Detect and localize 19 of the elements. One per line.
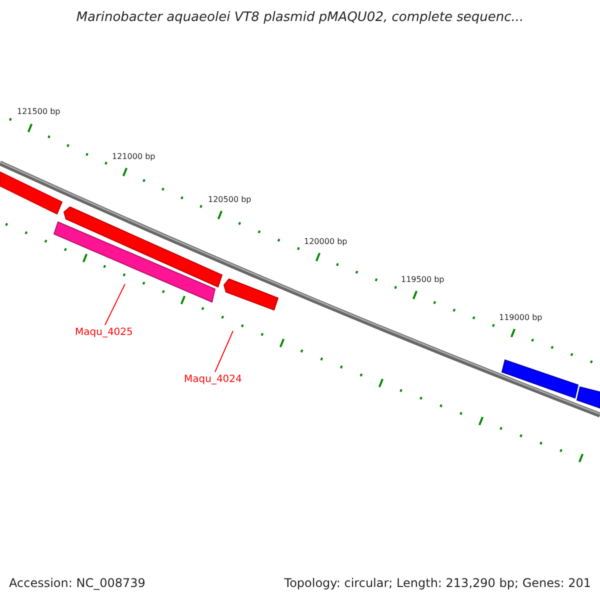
scale-label: 119500 bp xyxy=(401,275,444,284)
gene-feature xyxy=(53,221,216,303)
title: Marinobacter aquaeolei VT8 plasmid pMAQU02, complete sequenc... xyxy=(75,10,525,25)
sequence-info: Topology: circular; Length: 213,290 bp; Genes: 201 xyxy=(284,576,591,590)
gene-feature xyxy=(63,206,223,288)
gene-feature xyxy=(501,359,579,399)
gene-feature xyxy=(576,386,600,409)
gene-feature xyxy=(223,278,279,311)
leader-line xyxy=(214,330,234,372)
scale-label: 119000 bp xyxy=(499,313,542,322)
accession-label: Accession: NC_008739 xyxy=(9,576,146,590)
gene-label: Maqu_4024 xyxy=(184,374,242,385)
scale-label: 120000 bp xyxy=(304,237,348,246)
scale-label: 121000 bp xyxy=(112,152,156,161)
scale-label: 121500 bp xyxy=(17,107,60,116)
leader-line xyxy=(104,284,126,326)
gene-label: Maqu_4025 xyxy=(75,327,133,338)
scale-label: 120500 bp xyxy=(208,195,252,204)
gene-feature xyxy=(0,171,63,215)
